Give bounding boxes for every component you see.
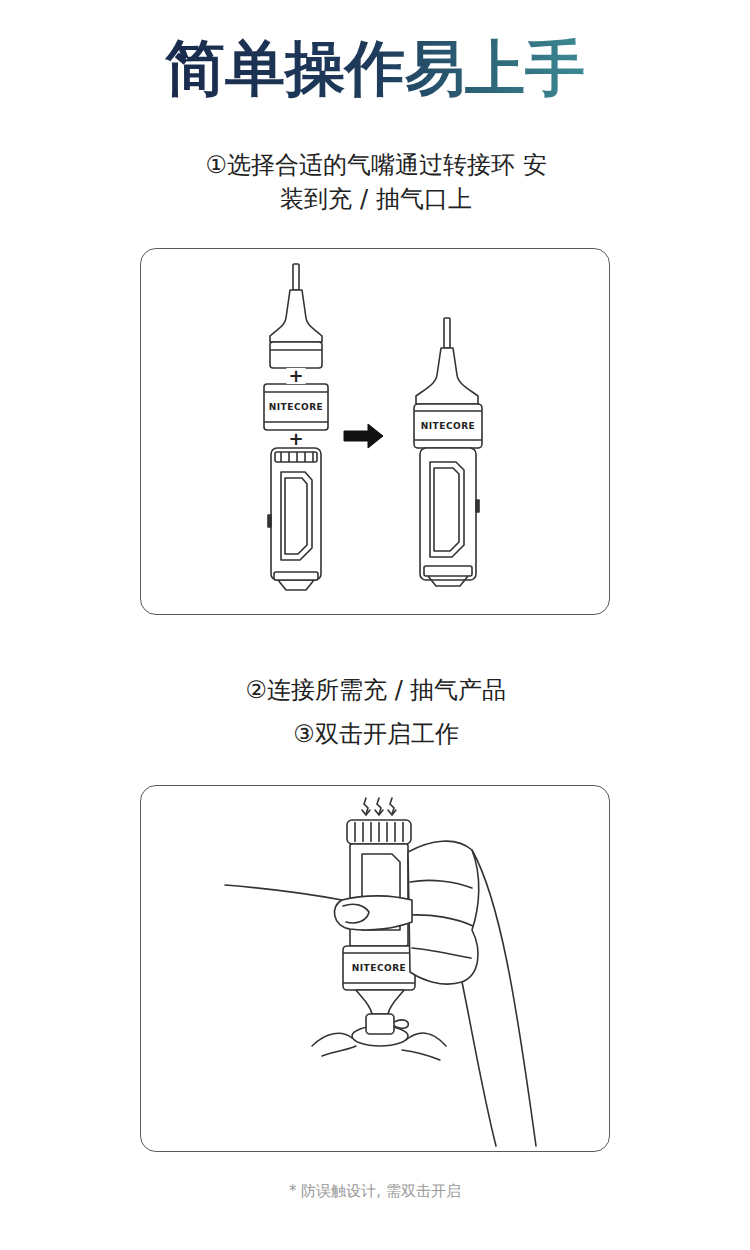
illustration-stroke — [402, 1050, 440, 1060]
illustration-stroke — [225, 885, 342, 900]
illustration-stroke — [304, 452, 306, 462]
illustration-stroke — [312, 452, 314, 462]
illustration-stroke — [414, 404, 482, 448]
illustration-stroke — [296, 452, 298, 462]
illustration-stroke — [408, 841, 479, 984]
illustration-stroke — [343, 982, 415, 984]
assembled-pump — [414, 318, 482, 586]
airflow-arrows — [362, 798, 396, 815]
step-heading-block: ①选择合适的气嘴通过转接环 安装到充 / 抽气口上 — [201, 148, 551, 216]
illustration-stroke — [412, 948, 471, 958]
footnote: * 防误触设计, 需双击开启 — [0, 1182, 750, 1201]
illustration-stroke — [270, 342, 322, 368]
illustration-stroke — [377, 798, 381, 814]
illustration-stroke — [370, 822, 372, 842]
illustration-stroke — [424, 566, 472, 576]
illustration-stroke — [274, 572, 318, 580]
illustration-stroke — [264, 391, 328, 393]
illustration-stroke — [430, 462, 464, 557]
illustration-stroke — [354, 822, 356, 842]
illustration-stroke — [347, 820, 411, 844]
illustration-stroke — [293, 264, 299, 290]
illustration-stroke — [390, 798, 394, 814]
illustration-stroke — [364, 798, 368, 814]
illustration-stroke — [406, 1033, 446, 1046]
step-panel: ①选择合适的气嘴通过转接环 安装到充 / 抽气口上 — [140, 248, 610, 615]
illustration-stroke — [416, 348, 478, 404]
step-heading-block: ②连接所需充 / 抽气产品③双击开启工作 — [176, 668, 576, 756]
illustration-stroke — [402, 822, 404, 842]
brand-mark: NITECORE — [420, 421, 477, 432]
illustration-stroke — [278, 580, 314, 590]
illustration-stroke — [270, 349, 322, 351]
illustration-stroke — [268, 515, 271, 527]
illustration-stroke — [366, 1014, 394, 1034]
illustration-stroke — [343, 946, 415, 990]
illustration-stroke — [476, 500, 479, 512]
illustration-stroke — [356, 990, 404, 1014]
illustration-stroke — [378, 822, 380, 842]
illustration-stroke — [271, 448, 321, 580]
illustration-stroke — [420, 448, 476, 580]
illustration-stroke — [281, 472, 312, 560]
exploded-parts — [264, 264, 328, 590]
illustration-stroke — [434, 468, 459, 551]
illustration-stroke — [275, 452, 317, 462]
brand-mark: NITECORE — [268, 402, 325, 413]
plus-sign: + — [286, 431, 305, 447]
title-text: 简单操作易上手 — [165, 33, 585, 103]
hand — [225, 841, 536, 1146]
illustration-stroke — [462, 982, 496, 1146]
illustration-stroke — [343, 904, 369, 923]
page-title: 简单操作易上手 — [0, 28, 750, 108]
illustration-stroke — [280, 452, 282, 462]
pump-in-use — [343, 820, 415, 1046]
illustration-stroke — [414, 410, 482, 412]
illustration-stroke — [410, 915, 473, 926]
illustration-stroke — [288, 452, 290, 462]
illustration-stroke — [444, 318, 450, 348]
illustration-stroke — [410, 880, 472, 888]
illustration-stroke — [350, 844, 408, 946]
brand-mark: NITECORE — [351, 963, 408, 974]
assembly-arrow — [344, 424, 383, 448]
illustration-stroke — [386, 822, 388, 842]
illustration-stroke — [394, 822, 396, 842]
illustration-stroke — [375, 810, 383, 815]
illustration-stroke — [264, 384, 328, 430]
illustration-stroke — [362, 822, 364, 842]
illustration-stroke — [414, 439, 482, 441]
illustration-stroke — [322, 1046, 356, 1056]
illustration-stroke — [312, 1033, 352, 1046]
illustration-stroke — [472, 850, 536, 1146]
illustration-stroke — [362, 810, 370, 815]
illustration-stroke — [264, 421, 328, 423]
illustration-stroke — [334, 896, 412, 930]
plus-sign: + — [286, 368, 305, 384]
step-instruction: ①选择合适的气嘴通过转接环 安装到充 / 抽气口上 — [201, 148, 551, 216]
illustration-stroke — [394, 1020, 408, 1028]
illustration-stroke — [343, 952, 415, 954]
illustration-stroke — [388, 810, 396, 815]
illustration-stroke — [285, 478, 307, 554]
step-instruction: ②连接所需充 / 抽气产品 — [176, 668, 576, 712]
step-instruction: ③双击开启工作 — [176, 712, 576, 756]
illustration-stroke — [428, 576, 468, 586]
illustration-stroke — [270, 290, 322, 342]
surface-lines — [312, 1033, 446, 1060]
